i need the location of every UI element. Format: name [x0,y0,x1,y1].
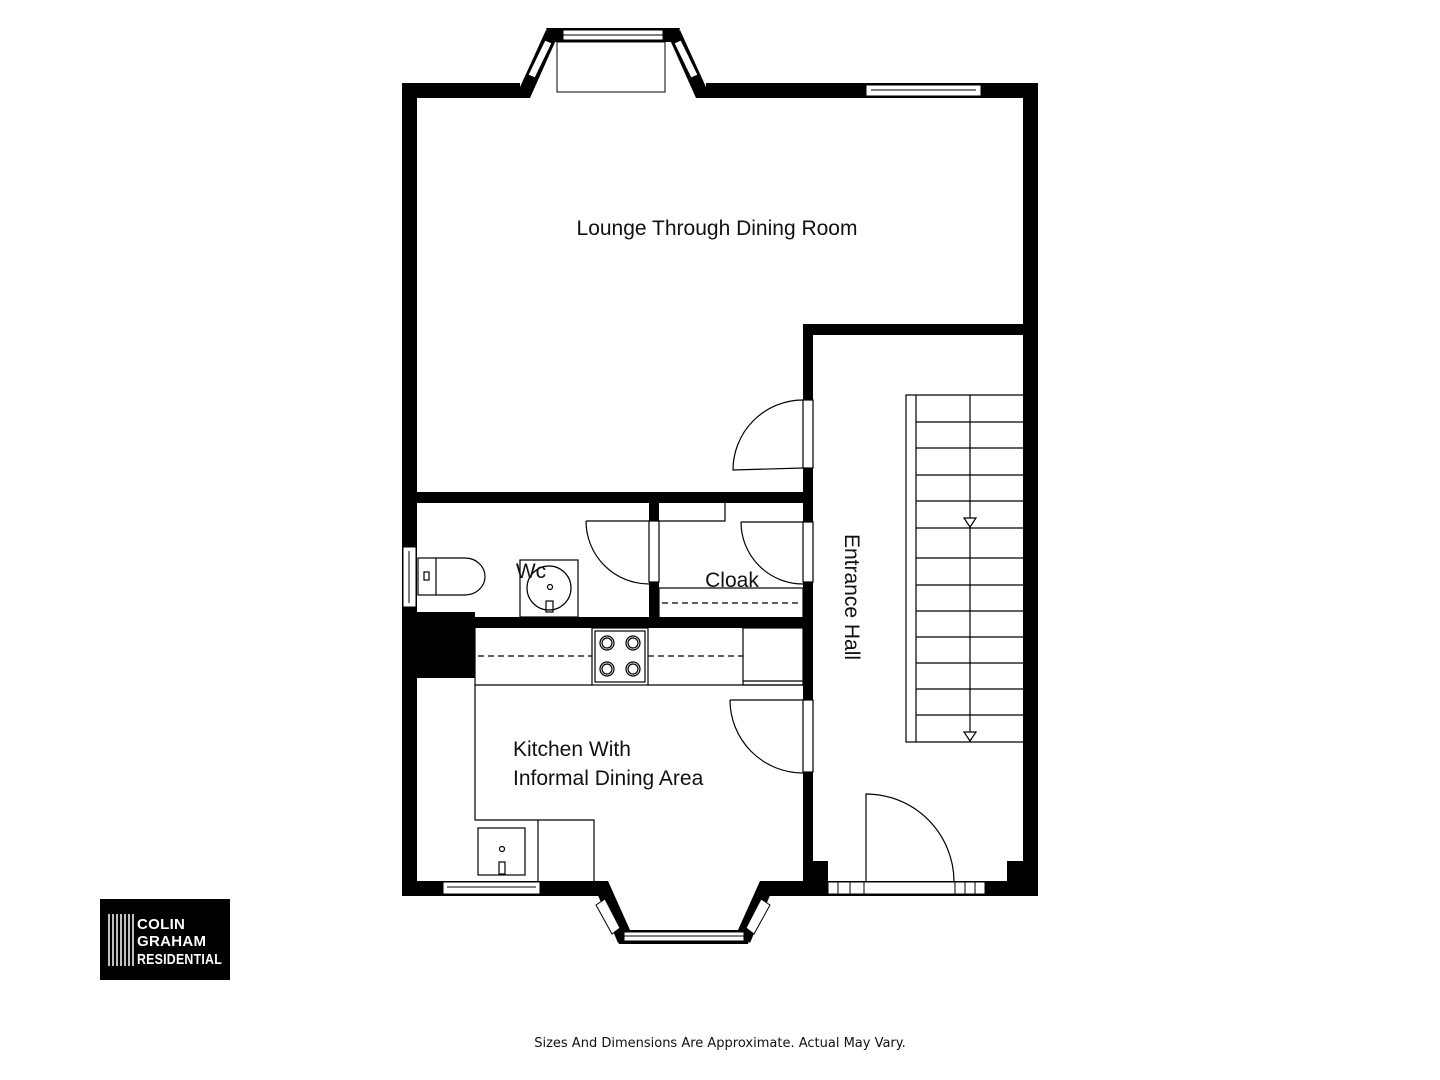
room-label-kitchen-line2: Informal Dining Area [513,767,704,790]
kitchen-worktops [474,627,804,881]
agency-logo: COLIN GRAHAM RESIDENTIAL [100,899,230,980]
room-label-wc: Wc [516,560,546,583]
front-door-sidelights [827,881,986,895]
room-label-entrance-hall: Entrance Hall [840,534,863,660]
kitchen-window [442,881,541,895]
disclaimer-text: Sizes And Dimensions Are Approximate. Ac… [534,1036,906,1051]
logo-line-1: COLIN [137,916,185,933]
hob [594,630,646,683]
logo-line-2: GRAHAM [137,933,206,950]
room-label-cloak: Cloak [705,569,759,592]
doors [585,399,955,882]
toilet [417,557,486,596]
staircase [905,394,1023,743]
logo-line-3: RESIDENTIAL [137,951,222,968]
internal-walls [402,324,1038,896]
wc-window [402,546,417,608]
cloak-shelf [658,503,804,619]
kitchen-sink [477,827,526,876]
room-label-kitchen-line1: Kitchen With [513,738,631,761]
top-bay-window [515,28,711,98]
lounge-window [865,84,982,97]
wc-basin [519,559,579,618]
bottom-bay-window [592,881,776,944]
outer-walls [402,83,1038,896]
room-label-lounge: Lounge Through Dining Room [577,217,858,240]
